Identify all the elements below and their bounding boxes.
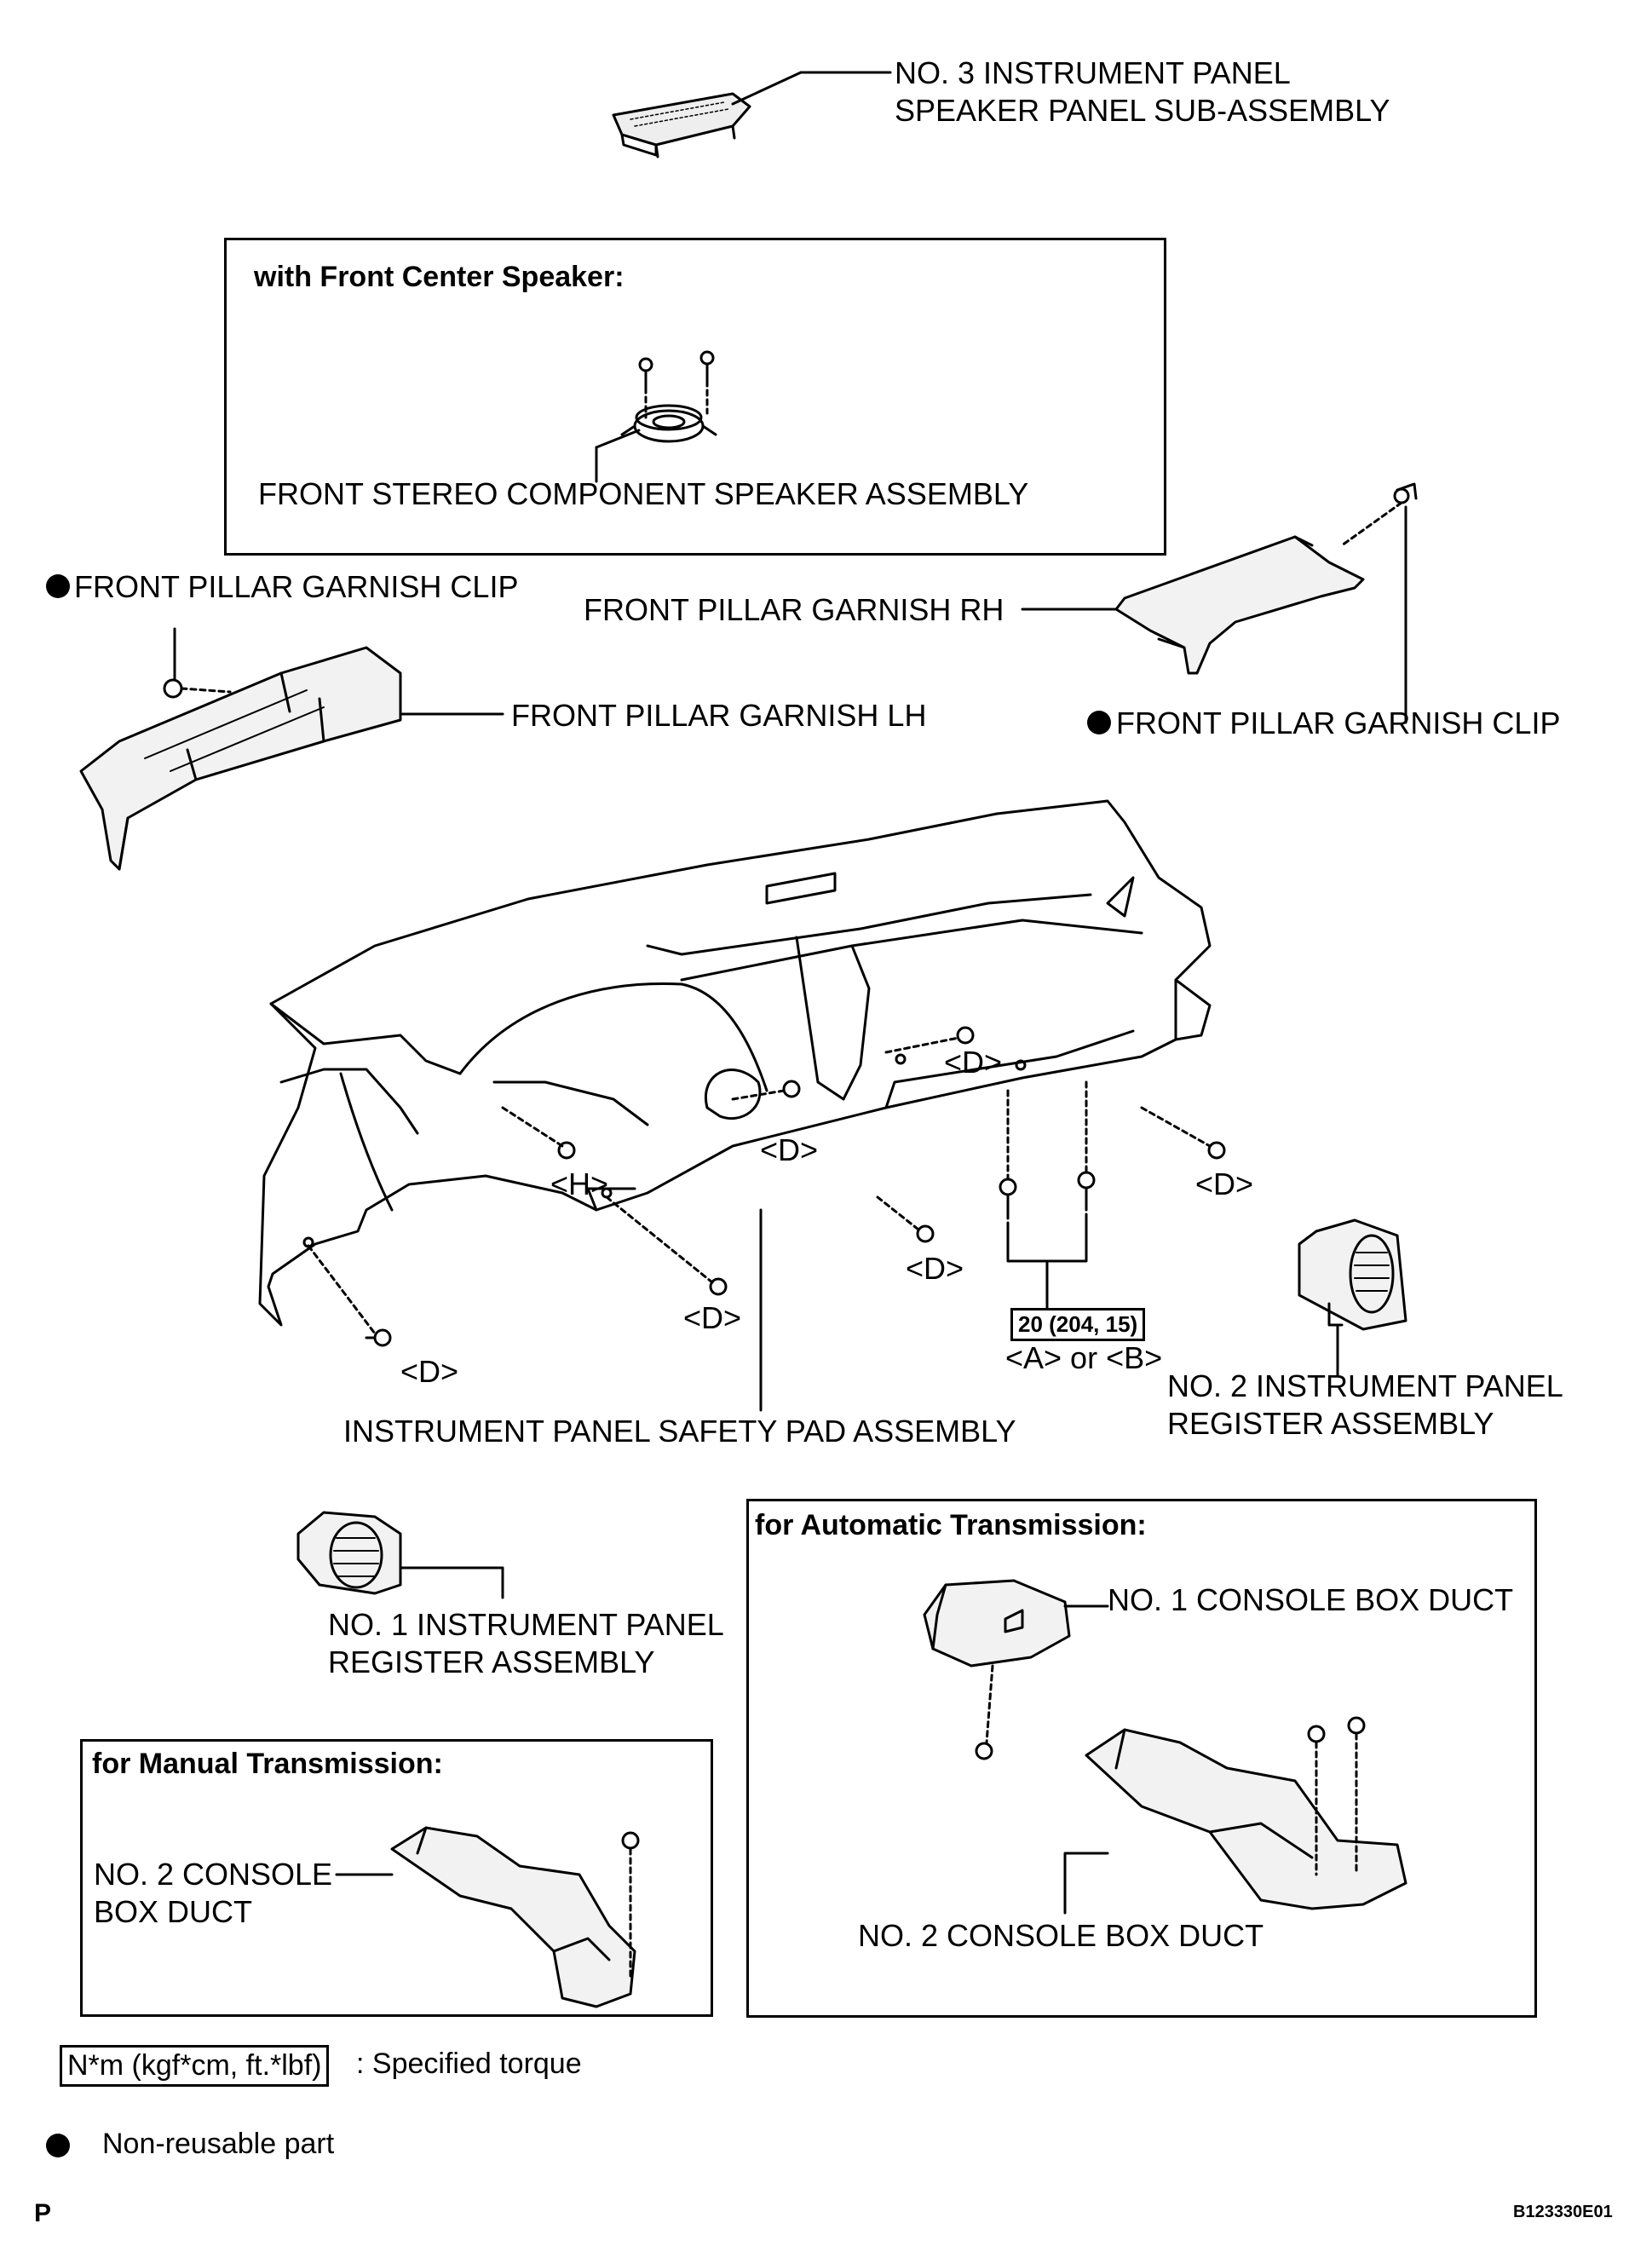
- figure-code: B123330E01: [1513, 2203, 1613, 2221]
- leader-no1-register: [399, 1566, 504, 1599]
- tag-a-or-b: <A> or <B>: [1005, 1340, 1163, 1375]
- label-no1-console-duct: NO. 1 CONSOLE BOX DUCT: [1108, 1582, 1514, 1617]
- bolt-d-3: [916, 1224, 935, 1243]
- label-pillar-clip-right: FRONT PILLAR GARNISH CLIP: [1116, 706, 1561, 740]
- bolt-d-1: [365, 1328, 392, 1347]
- leader-no2-duct-auto: [1063, 1852, 1109, 1915]
- tag-d-left: <D>: [400, 1354, 459, 1389]
- no1-register-part: [296, 1511, 402, 1595]
- label-front-stereo-speaker: FRONT STEREO COMPONENT SPEAKER ASSEMBLY: [258, 476, 1029, 511]
- no2-register-part: [1298, 1218, 1407, 1331]
- front-pillar-garnish-lh-part: [79, 627, 402, 871]
- no2-console-duct-manual-part: [390, 1826, 640, 2008]
- label-no2-register: NO. 2 INSTRUMENT PANEL REGISTER ASSEMBLY: [1167, 1368, 1563, 1441]
- front-center-speaker-part: [622, 352, 717, 443]
- manual-transmission-box: [80, 1739, 713, 2017]
- tag-d-lower: <D>: [683, 1300, 742, 1335]
- label-safety-pad: INSTRUMENT PANEL SAFETY PAD ASSEMBLY: [343, 1414, 1016, 1449]
- legend-torque-units: N*m (kgf*cm, ft.*lbf): [60, 2045, 330, 2087]
- bolt-d-6: [1207, 1141, 1226, 1160]
- label-no2-console-duct-manual: NO. 2 CONSOLE BOX DUCT: [94, 1857, 333, 1929]
- tag-d-right: <D>: [1195, 1166, 1254, 1201]
- no2-console-duct-auto-part: [1085, 1716, 1407, 1910]
- nonreusable-dot-left: [46, 574, 70, 598]
- nonreusable-dot-right: [1087, 711, 1111, 734]
- legend-torque-desc: : Specified torque: [356, 2048, 582, 2080]
- leader-no3: [731, 71, 803, 106]
- tag-d-lower-center: <D>: [906, 1251, 964, 1286]
- label-no2-console-duct-auto: NO. 2 CONSOLE BOX DUCT: [858, 1918, 1264, 1953]
- legend-nonreusable-desc: Non-reusable part: [102, 2128, 335, 2160]
- bolts-a-b: [999, 1080, 1096, 1314]
- tag-d-center: <D>: [760, 1132, 819, 1167]
- box-title-front-center-speaker: with Front Center Speaker:: [254, 261, 625, 293]
- box-title-manual: for Manual Transmission:: [92, 1748, 443, 1780]
- nonreusable-dot-legend: [46, 2134, 70, 2157]
- label-pillar-garnish-rh: FRONT PILLAR GARNISH RH: [584, 592, 1004, 627]
- label-no3-speaker-panel: NO. 3 INSTRUMENT PANEL SPEAKER PANEL SUB…: [895, 55, 1390, 128]
- bolt-d-5: [782, 1080, 801, 1098]
- tag-h: <H>: [550, 1166, 609, 1201]
- page-mark: P: [34, 2199, 52, 2227]
- label-pillar-clip-left: FRONT PILLAR GARNISH CLIP: [74, 569, 519, 604]
- label-pillar-garnish-lh: FRONT PILLAR GARNISH LH: [511, 698, 927, 733]
- bolt-d-4: [956, 1026, 975, 1045]
- safety-pad-part: [258, 799, 1212, 1327]
- leader-speaker: [595, 429, 641, 449]
- tag-d-upper-right: <D>: [944, 1045, 1003, 1080]
- torque-value: 20 (204, 15): [1010, 1308, 1146, 1341]
- box-title-automatic: for Automatic Transmission:: [755, 1509, 1147, 1541]
- no1-console-duct-part: [923, 1579, 1071, 1760]
- front-center-speaker-box: [224, 238, 1166, 556]
- label-no1-register: NO. 1 INSTRUMENT PANEL REGISTER ASSEMBLY: [328, 1607, 724, 1679]
- nut-h: [557, 1141, 576, 1160]
- bolt-d-2: [709, 1277, 728, 1296]
- automatic-transmission-box: [746, 1499, 1537, 2018]
- no3-speaker-panel-part: [612, 92, 751, 158]
- front-pillar-garnish-rh-part: [1114, 482, 1418, 675]
